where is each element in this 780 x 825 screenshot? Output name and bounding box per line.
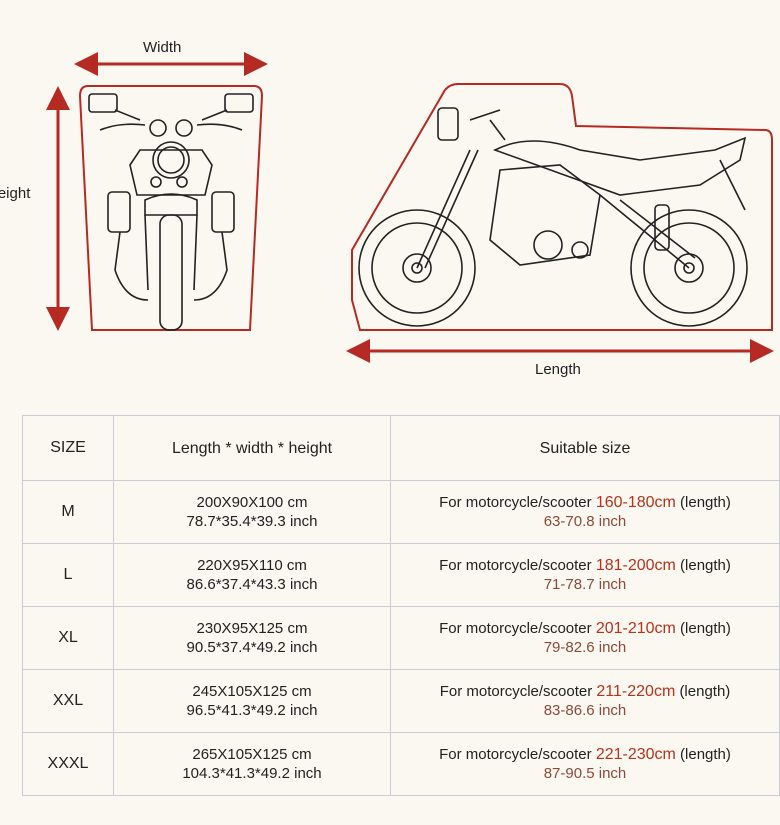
size-cell: L (22, 543, 114, 607)
suitable-range-inch: 87-90.5 inch (543, 765, 627, 782)
suitable-range-inch: 79-82.6 inch (543, 639, 627, 656)
suitable-prefix: For motorcycle/scooter (439, 494, 592, 511)
front-motorcycle-illustration (88, 93, 254, 331)
dimensions-cell: 265X105X125 cm 104.3*41.3*49.2 inch (113, 732, 391, 796)
suitable-suffix: (length) (680, 746, 731, 763)
length-label: Length (535, 361, 581, 378)
suitable-cell: For motorcycle/scooter 201-210cm (length… (390, 606, 780, 670)
suitable-cell: For motorcycle/scooter 221-230cm (length… (390, 732, 780, 796)
table-row: XL 230X95X125 cm 90.5*37.4*49.2 inch For mo… (22, 606, 780, 670)
table-row: XXL 245X105X125 cm 96.5*41.3*49.2 inch For … (22, 669, 780, 733)
width-label: Width (143, 39, 182, 56)
suitable-prefix: For motorcycle/scooter (439, 557, 592, 574)
side-motorcycle-illustration (358, 107, 748, 327)
height-label: Height (0, 185, 31, 202)
dimensions-cm: 220X95X110 cm (197, 557, 307, 574)
suitable-prefix: For motorcycle/scooter (439, 746, 592, 763)
dimensions-inch: 104.3*41.3*49.2 inch (182, 765, 322, 782)
dimensions-cell: 220X95X110 cm 86.6*37.4*43.3 inch (113, 543, 391, 607)
suitable-range-cm: 201-210cm (595, 620, 676, 637)
size-cell: XXL (22, 669, 114, 733)
front-cover-outline (78, 85, 264, 331)
header-suitable-size: Suitable size (390, 415, 780, 481)
suitable-range-cm: 221-230cm (595, 746, 676, 763)
size-table: SIZE Length * width * height Suitable si… (22, 415, 780, 796)
suitable-range-inch: 83-86.6 inch (543, 702, 627, 719)
suitable-range-inch: 63-70.8 inch (543, 513, 627, 530)
size-cell: XXXL (22, 732, 114, 796)
dimensions-cm: 245X105X125 cm (192, 683, 312, 700)
table-header-row: SIZE Length * width * height Suitable si… (22, 415, 780, 481)
dimensions-inch: 86.6*37.4*43.3 inch (186, 576, 318, 593)
header-dimensions: Length * width * height (113, 415, 391, 481)
dimensions-cell: 245X105X125 cm 96.5*41.3*49.2 inch (113, 669, 391, 733)
suitable-range-cm: 160-180cm (595, 494, 676, 511)
suitable-range-inch: 71-78.7 inch (543, 576, 627, 593)
suitable-range-cm: 181-200cm (595, 557, 676, 574)
suitable-cell: For motorcycle/scooter 181-200cm (length… (390, 543, 780, 607)
table-row: L 220X95X110 cm 86.6*37.4*43.3 inch For mot… (22, 543, 780, 607)
dimensions-inch: 90.5*37.4*49.2 inch (186, 639, 318, 656)
dimensions-inch: 96.5*41.3*49.2 inch (186, 702, 318, 719)
table-row: XXXL 265X105X125 cm 104.3*41.3*49.2 inch Fo… (22, 732, 780, 796)
dimensions-cm: 230X95X125 cm (196, 620, 308, 637)
header-size: SIZE (22, 415, 114, 481)
suitable-suffix: (length) (680, 620, 731, 637)
motorcycle-diagrams (46, 52, 774, 363)
suitable-suffix: (length) (680, 557, 731, 574)
dimensions-inch: 78.7*35.4*39.3 inch (186, 513, 318, 530)
suitable-prefix: For motorcycle/scooter (439, 620, 592, 637)
suitable-cell: For motorcycle/scooter 160-180cm (length… (390, 480, 780, 544)
table-row: M 200X90X100 cm 78.7*35.4*39.3 inch For mot… (22, 480, 780, 544)
dimensions-cell: 230X95X125 cm 90.5*37.4*49.2 inch (113, 606, 391, 670)
side-cover-outline (351, 83, 773, 331)
dimensions-cm: 200X90X100 cm (196, 494, 308, 511)
suitable-suffix: (length) (680, 494, 731, 511)
suitable-range-cm: 211-220cm (596, 683, 676, 700)
dimensions-cell: 200X90X100 cm 78.7*35.4*39.3 inch (113, 480, 391, 544)
suitable-suffix: (length) (679, 683, 731, 700)
size-cell: XL (22, 606, 114, 670)
dimensions-cm: 265X105X125 cm (192, 746, 312, 763)
size-cell: M (22, 480, 114, 544)
suitable-prefix: For motorcycle/scooter (439, 683, 593, 700)
suitable-cell: For motorcycle/scooter 211-220cm (length… (390, 669, 780, 733)
